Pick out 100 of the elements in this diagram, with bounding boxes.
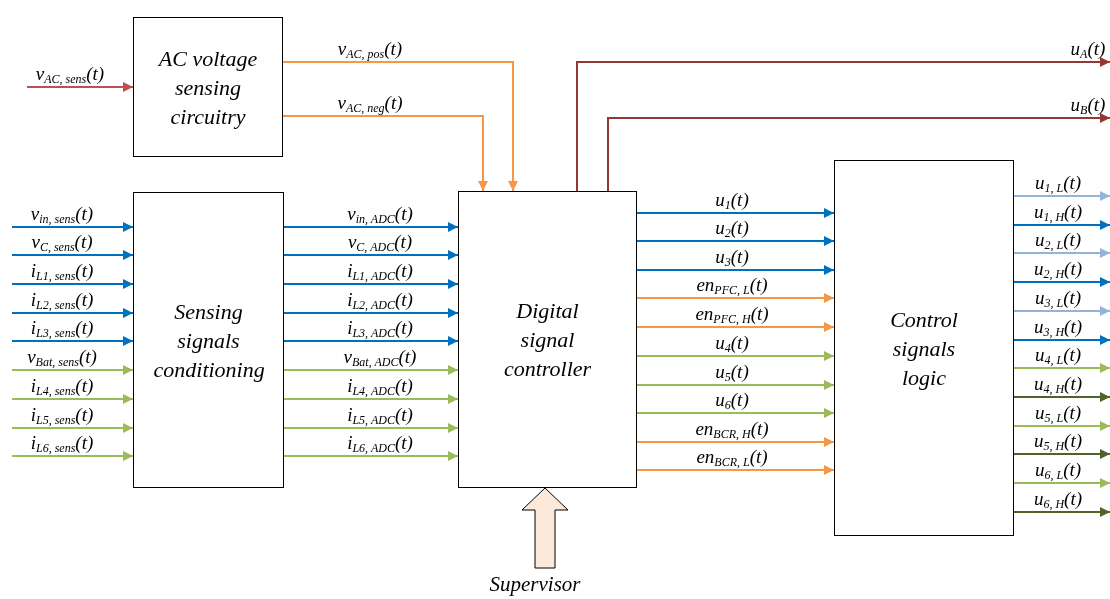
edge-label: v$_{C, sens}$(t) (31, 232, 93, 252)
edge-label: u$_{2}$(t) (715, 218, 749, 238)
arrow (1013, 363, 1110, 373)
block-arrow (521, 487, 569, 569)
arrow (636, 437, 835, 447)
arrow (636, 322, 835, 332)
arrow (26, 82, 134, 92)
edge-label: en$_{BCR, H}$(t) (695, 419, 769, 439)
edge-label: v$_{AC, neg}$(t) (337, 93, 403, 113)
arrow (11, 279, 134, 289)
block-label: Control signals logic (889, 305, 959, 392)
edge-label: v$_{C, ADC}$(t) (347, 232, 413, 252)
arrow (283, 279, 459, 289)
arrow (283, 222, 459, 232)
edge-label: i$_{L6, ADC}$(t) (347, 433, 413, 453)
arrow (636, 293, 835, 303)
edge-label: u$_{3, L}$(t) (1034, 288, 1082, 308)
edge-label: i$_{L4, sens}$(t) (30, 376, 94, 396)
edge-label: i$_{L3, ADC}$(t) (347, 318, 413, 338)
block-box (133, 17, 283, 157)
arrow (283, 308, 459, 318)
edge-label: v$_{in, sens}$(t) (30, 204, 94, 224)
edge-label: v$_{AC, sens}$(t) (35, 64, 105, 84)
edge-label: u$_{6, H}$(t) (1033, 489, 1083, 509)
input-label: Supervisor (489, 574, 581, 594)
edge-label: u$_{2, L}$(t) (1034, 230, 1082, 250)
block-box (133, 192, 284, 488)
edge-label: u$_{1, H}$(t) (1033, 202, 1083, 222)
arrow (11, 365, 134, 375)
arrow (1013, 248, 1110, 258)
edge-label: i$_{L1, sens}$(t) (30, 261, 94, 281)
edge-label: i$_{L2, sens}$(t) (30, 290, 94, 310)
arrow (1013, 449, 1110, 459)
arrow (1013, 277, 1110, 287)
edge-label: i$_{L1, ADC}$(t) (347, 261, 413, 281)
edge-label: u$_{6}$(t) (715, 390, 749, 410)
edge-label: en$_{BCR, L}$(t) (696, 447, 768, 467)
arrow (1013, 507, 1110, 517)
edge-label: v$_{Bat, sens}$(t) (27, 347, 97, 367)
edge-label: i$_{L5, sens}$(t) (30, 405, 94, 425)
arrow (1013, 220, 1110, 230)
arrow (1013, 191, 1110, 201)
block-label: Sensing signals conditioning (153, 297, 264, 384)
block-box (834, 160, 1014, 536)
arrow (1013, 335, 1110, 345)
arrow (282, 61, 518, 192)
arrow (282, 115, 488, 192)
arrow (636, 380, 835, 390)
arrow (636, 408, 835, 418)
edge-label: i$_{L2, ADC}$(t) (347, 290, 413, 310)
arrow (607, 113, 1110, 192)
arrow (1013, 421, 1110, 431)
arrow (283, 365, 459, 375)
arrow (283, 423, 459, 433)
edge-label: u$_{3}$(t) (715, 247, 749, 267)
edge-label: u$_{4, L}$(t) (1034, 345, 1082, 365)
edge-label: u$_{1}$(t) (715, 190, 749, 210)
arrow (11, 308, 134, 318)
edge-label: u$_{5, H}$(t) (1033, 431, 1083, 451)
arrow (11, 336, 134, 346)
block-box (458, 191, 637, 488)
arrow (11, 394, 134, 404)
edge-label: v$_{AC, pos}$(t) (337, 39, 403, 59)
edge-label: u$_{1, L}$(t) (1034, 173, 1082, 193)
edge-label: i$_{L6, sens}$(t) (30, 433, 94, 453)
arrow (283, 394, 459, 404)
edge-label: u$_{2, H}$(t) (1033, 259, 1083, 279)
arrow (283, 336, 459, 346)
arrow (1013, 306, 1110, 316)
edge-label: u$_{6, L}$(t) (1034, 460, 1082, 480)
block-label: AC voltage sensing circuitry (156, 44, 259, 131)
block-label: Digital signal controller (502, 297, 593, 383)
arrow (636, 208, 835, 218)
arrow (11, 222, 134, 232)
edge-label: i$_{L4, ADC}$(t) (347, 376, 413, 396)
edge-label: v$_{in, ADC}$(t) (347, 204, 413, 224)
edge-label: u$_{B}$(t) (1070, 95, 1106, 115)
arrow (11, 451, 134, 461)
arrow (636, 265, 835, 275)
edge-label: i$_{L3, sens}$(t) (30, 318, 94, 338)
arrow (283, 451, 459, 461)
edge-label: u$_{5}$(t) (715, 362, 749, 382)
arrow (636, 465, 835, 475)
arrow (1013, 392, 1110, 402)
edge-label: u$_{4}$(t) (715, 333, 749, 353)
arrow (636, 351, 835, 361)
edge-label: en$_{PFC, L}$(t) (696, 275, 768, 295)
edge-label: v$_{Bat, ADC}$(t) (343, 347, 417, 367)
arrow (576, 57, 1110, 192)
edge-label: u$_{A}$(t) (1070, 39, 1106, 59)
edge-label: u$_{3, H}$(t) (1033, 317, 1083, 337)
arrow (283, 250, 459, 260)
edge-label: en$_{PFC, H}$(t) (695, 304, 769, 324)
arrow (636, 236, 835, 246)
arrow (11, 423, 134, 433)
edge-label: i$_{L5, ADC}$(t) (347, 405, 413, 425)
arrow (11, 250, 134, 260)
edge-label: u$_{4, H}$(t) (1033, 374, 1083, 394)
edge-label: u$_{5, L}$(t) (1034, 403, 1082, 423)
arrow (1013, 478, 1110, 488)
